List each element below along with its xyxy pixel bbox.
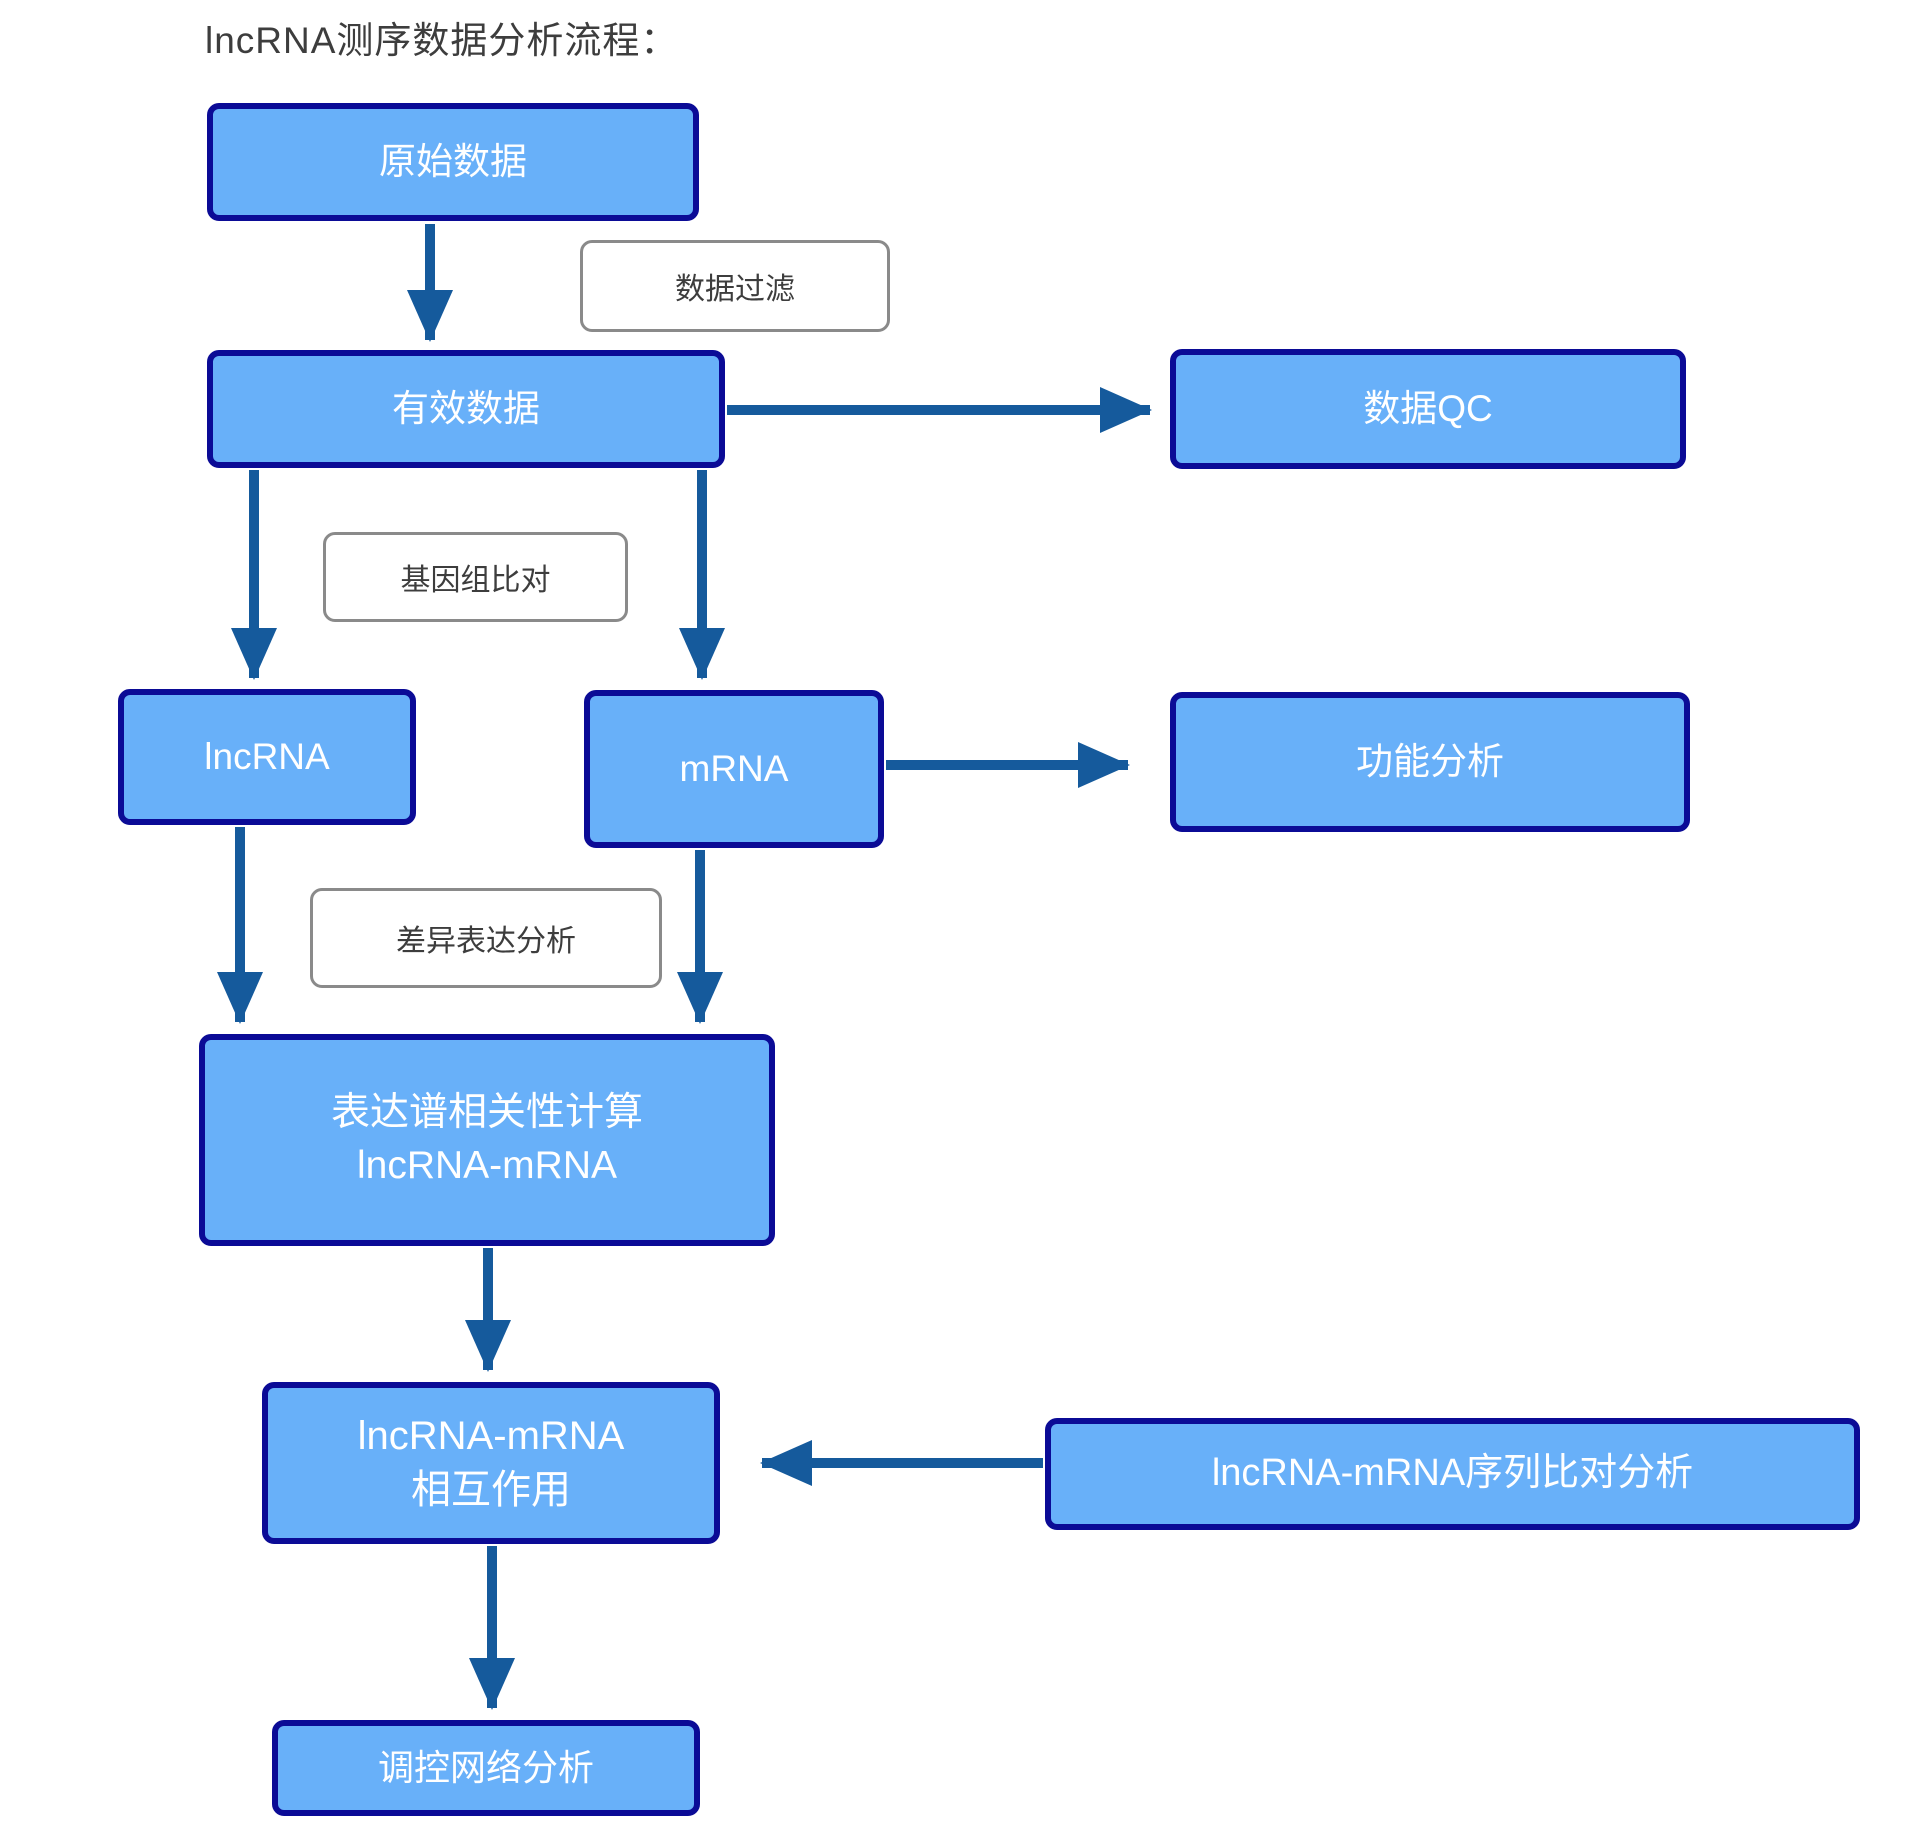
edge-label-data-filter: 数据过滤 [580,240,890,332]
node-mrna-label: mRNA [679,748,789,790]
edge-label-diff-expression-text: 差异表达分析 [396,925,576,958]
node-lncrna-label: lncRNA [204,736,330,778]
node-valid-data-label: 有效数据 [392,388,540,430]
node-sequence-alignment-label: lncRNA-mRNA序列比对分析 [1211,1452,1694,1495]
node-expression-correlation-line1: 表达谱相关性计算 [330,1091,643,1135]
edge-label-genome-alignment-text: 基因组比对 [400,564,551,597]
node-valid-data: 有效数据 [207,350,725,468]
node-lncrna: lncRNA [118,689,416,825]
node-expression-correlation: 表达谱相关性计算 lncRNA-mRNA [199,1034,775,1246]
node-lncrna-mrna-interaction-line1: lncRNA-mRNA [357,1414,625,1458]
edge-label-genome-alignment: 基因组比对 [323,532,628,622]
node-lncrna-mrna-interaction-line2: 相互作用 [411,1468,571,1512]
node-mrna: mRNA [584,690,884,848]
edge-label-diff-expression: 差异表达分析 [310,888,662,988]
node-raw-data: 原始数据 [207,103,699,221]
node-data-qc-label: 数据QC [1363,388,1493,430]
node-raw-data-label: 原始数据 [379,141,527,183]
node-functional-analysis: 功能分析 [1170,692,1690,832]
node-functional-analysis-label: 功能分析 [1356,741,1504,783]
edge-label-data-filter-text: 数据过滤 [675,273,795,306]
node-sequence-alignment: lncRNA-mRNA序列比对分析 [1045,1418,1860,1530]
diagram-title: lncRNA测序数据分析流程： [205,20,679,61]
node-network-analysis-label: 调控网络分析 [377,1746,594,1788]
node-expression-correlation-line2: lncRNA-mRNA [356,1144,617,1187]
node-data-qc: 数据QC [1170,349,1686,469]
node-lncrna-mrna-interaction: lncRNA-mRNA 相互作用 [262,1382,720,1544]
node-network-analysis: 调控网络分析 [272,1720,700,1816]
